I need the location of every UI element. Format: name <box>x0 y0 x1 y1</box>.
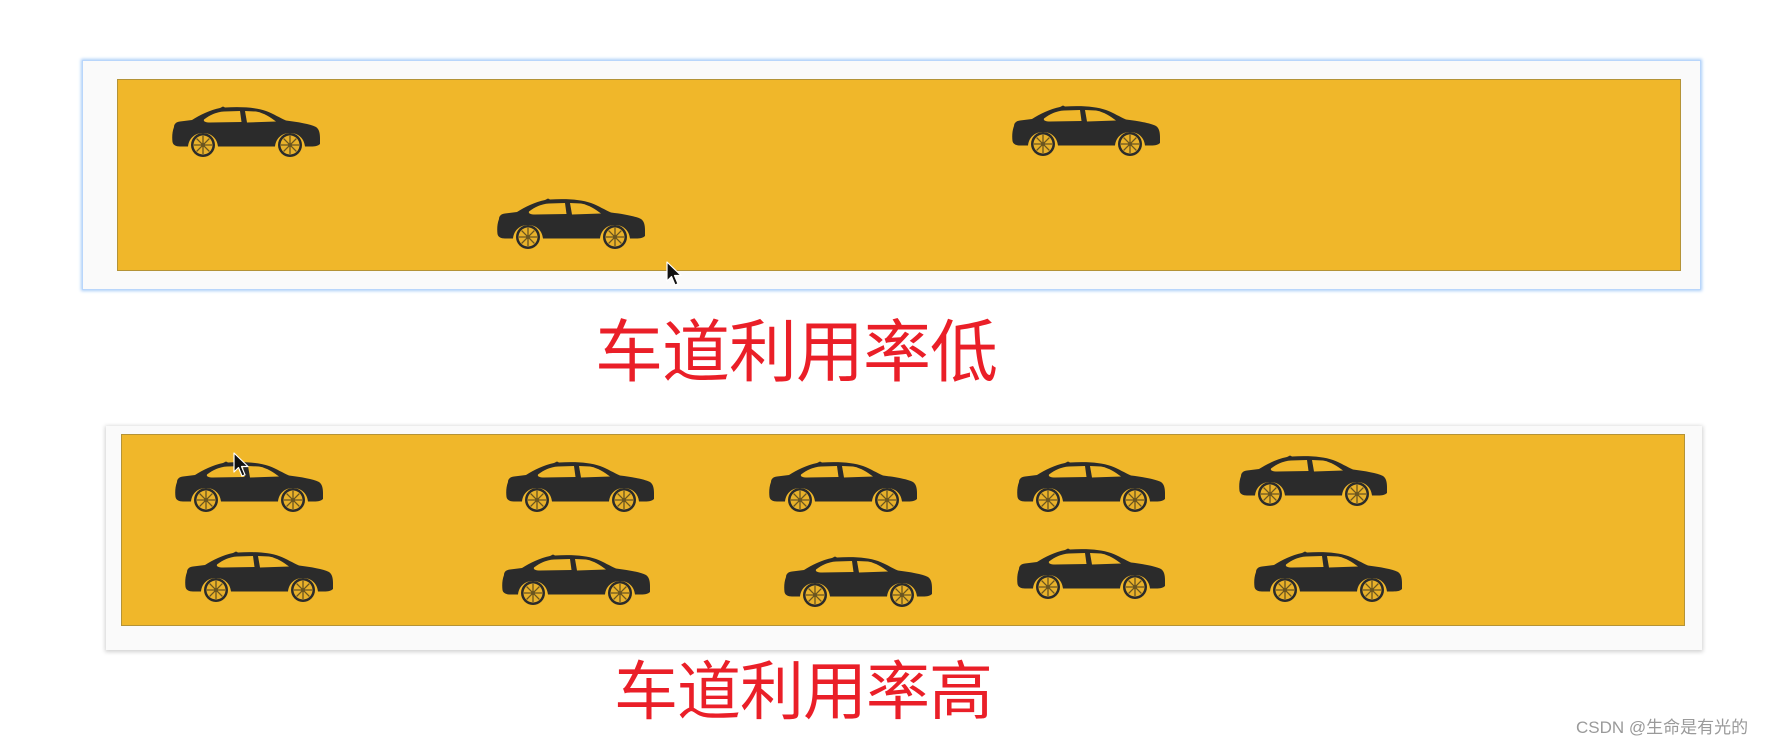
car-icon <box>495 197 647 249</box>
car-icon <box>1015 460 1167 512</box>
car-icon <box>767 460 919 512</box>
car-icon <box>183 550 335 602</box>
car-icon <box>1237 454 1389 506</box>
car-icon <box>170 105 322 157</box>
car-icon <box>782 555 934 607</box>
caption-high-utilization: 车道利用率高 <box>614 656 993 730</box>
watermark: CSDN @生命是有光的 <box>1576 718 1749 737</box>
car-icon <box>500 553 652 605</box>
road-lane-low <box>117 79 1681 271</box>
car-icon <box>1010 104 1162 156</box>
mouse-pointer-icon <box>233 452 251 478</box>
caption-low-utilization: 车道利用率低 <box>595 314 998 393</box>
car-icon <box>1015 547 1167 599</box>
mouse-pointer-icon <box>666 261 684 287</box>
car-icon <box>504 460 656 512</box>
car-icon <box>1252 550 1404 602</box>
